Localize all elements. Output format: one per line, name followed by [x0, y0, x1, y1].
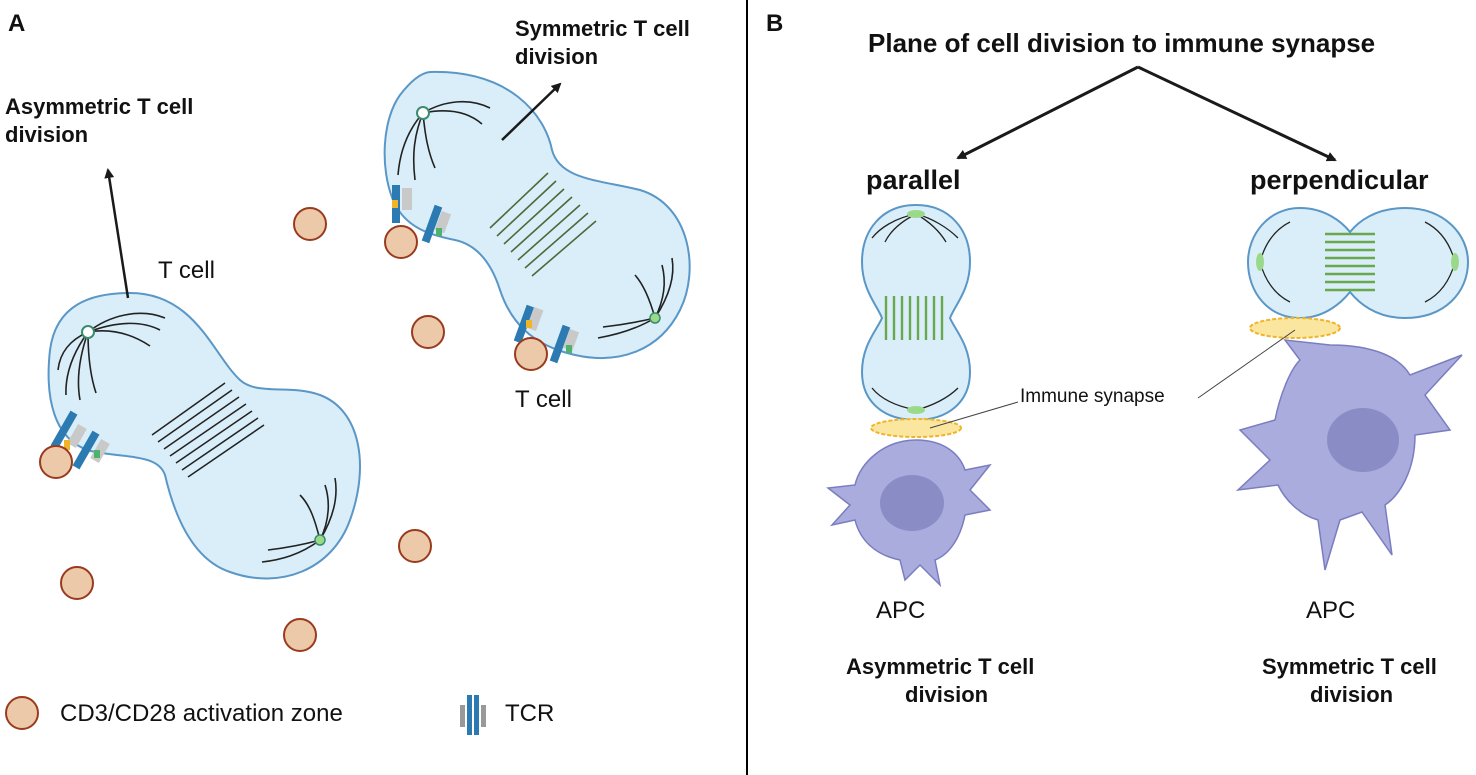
symmetric-label-line1: Symmetric T cell	[515, 16, 690, 41]
t-cell-label-left: T cell	[158, 257, 215, 284]
t-cell-symmetric	[383, 70, 691, 359]
centrosome-icon	[1256, 253, 1264, 271]
result-right-line2: division	[1310, 682, 1394, 707]
t-cell-label-right: T cell	[515, 386, 572, 413]
synapse-leader-left	[929, 401, 1019, 429]
legend-activation-zone-label: CD3/CD28 activation zone	[60, 700, 343, 727]
activation-bead	[293, 207, 327, 241]
panel-a-letter: A	[8, 10, 26, 37]
midzone-fibers	[489, 172, 597, 277]
split-line-left	[956, 65, 1139, 160]
centrosome-icon	[649, 312, 661, 324]
panel-b-letter: B	[766, 10, 784, 37]
result-left-line2: division	[905, 682, 989, 707]
panel-b-title: Plane of cell division to immune synapse	[868, 28, 1376, 58]
centrosome-icon	[907, 210, 925, 218]
asymmetric-label-line1: Asymmetric T cell	[5, 94, 194, 119]
t-cell-asymmetric	[47, 291, 361, 580]
tcr-cluster	[392, 185, 452, 244]
legend-bead-icon	[5, 696, 39, 730]
activation-bead	[514, 337, 548, 371]
activation-bead	[384, 225, 418, 259]
legend-tcr-label: TCR	[505, 700, 555, 727]
activation-bead	[398, 529, 432, 563]
symmetric-arrow	[501, 82, 562, 141]
activation-bead	[39, 445, 73, 479]
synapse-leader-right	[1197, 329, 1296, 399]
asymmetric-arrow	[104, 168, 130, 299]
result-left-line1: Asymmetric T cell	[846, 654, 1035, 679]
apc-cell-left	[826, 439, 992, 588]
centrosome-icon	[907, 406, 925, 414]
split-line-right	[1137, 65, 1337, 162]
midzone-fibers	[1325, 232, 1375, 292]
perpendicular-dividing-cell	[1246, 206, 1470, 320]
parallel-dividing-cell	[860, 203, 972, 422]
activation-bead	[411, 315, 445, 349]
perpendicular-label: perpendicular	[1250, 165, 1429, 195]
tcr-cluster	[513, 304, 580, 364]
centrosome-icon	[81, 325, 95, 339]
immune-synapse-label: Immune synapse	[1020, 386, 1165, 407]
immune-synapse-left	[870, 418, 962, 438]
parallel-label: parallel	[866, 165, 961, 195]
activation-beads	[39, 207, 548, 652]
asymmetric-label-line2: division	[5, 122, 89, 147]
apc-nucleus	[1327, 408, 1399, 472]
apc-cell-right	[1235, 339, 1463, 571]
midzone-fibers	[884, 296, 944, 340]
apc-label-right: APC	[1306, 597, 1356, 624]
centrosome-icon	[1451, 253, 1459, 271]
apc-label-left: APC	[876, 597, 926, 624]
result-right-line1: Symmetric T cell	[1262, 654, 1437, 679]
activation-bead	[283, 618, 317, 652]
midzone-fibers	[151, 382, 265, 478]
centrosome-icon	[314, 534, 326, 546]
symmetric-label-line2: division	[515, 44, 599, 69]
tcr-cluster	[50, 410, 110, 470]
apc-nucleus	[880, 475, 944, 531]
centrosome-icon	[416, 106, 430, 120]
immune-synapse-right	[1249, 317, 1341, 339]
legend-tcr-icon	[460, 695, 486, 735]
activation-bead	[60, 566, 94, 600]
